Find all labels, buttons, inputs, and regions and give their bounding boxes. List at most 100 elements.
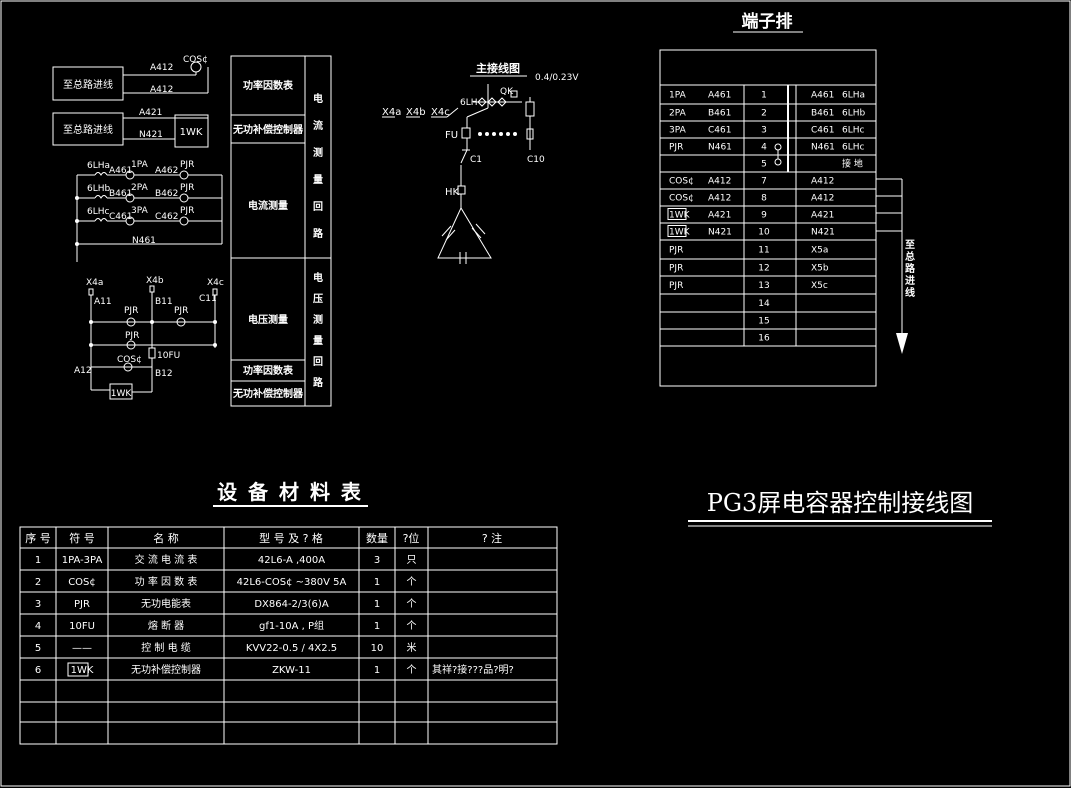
drawing-title: PG3屏电容器控制接线图 [707,489,974,517]
pjr-voltage-3: PJR [125,331,139,341]
wire-a461: A461 [109,166,132,176]
side-voltage-6: 路 [313,376,324,389]
tb-number: 14 [758,299,770,309]
node-a12: A12 [74,366,92,376]
tb-right-a: X5c [811,281,828,291]
mt-cell: 1 [374,599,380,610]
mt-cell: 个 [407,576,417,588]
tb-left-b: A461 [708,91,731,101]
mt-cell: 1PA-3PA [62,555,103,566]
terminal-title: 端子排 [742,11,793,32]
tb-number: 12 [758,264,769,274]
mt-cell: 42L6-A ,400A [258,555,325,566]
tb-right-b: 6LHb [842,109,866,119]
tb-number: 7 [761,177,767,187]
tb-number: 11 [758,246,769,256]
wire-a412-top: A412 [150,63,173,73]
function-table: 功率因数表 无功补偿控制器 电流测量 电压测量 功率因数表 无功补偿控制器 电 … [230,55,332,407]
tb-left-a: COS¢ [669,194,694,204]
mt-header: 型 号 及 ? 格 [259,531,323,545]
mt-cell: 1 [374,665,380,676]
arrow-label-4: 进 [905,274,915,287]
side-current-5: 回 [313,201,323,213]
tb-number: 10 [758,228,770,238]
arrow-label-3: 路 [905,262,916,275]
ct-label-a: 6LHa [87,161,110,171]
mt-cell: ZKW-11 [272,665,311,676]
fuse-fu: FU [445,130,458,141]
tb-left-a: COS¢ [669,177,694,187]
tb-number: 8 [761,194,767,204]
tb-left-a: PJR [669,264,683,274]
main-wiring-title: 主接线图 [476,61,520,75]
output-arrow [896,333,908,354]
mt-header: 符 号 [69,532,95,545]
tb-left-b: A412 [708,194,731,204]
bus-x4c: X4c [207,278,224,288]
wk-controller-box [174,114,209,148]
pjr-current-1: PJR [180,160,194,170]
mt-cell: 10FU [69,621,95,632]
tb-right-a: A421 [811,211,834,221]
arrow-label-5: 线 [905,286,915,299]
mt-cell: 1 [374,577,380,588]
tb-left-a: 1PA [669,91,687,101]
side-current-1: 电 [313,92,323,105]
tb-right-a: A461 [811,91,834,101]
tb-number: 16 [758,334,770,344]
mt-cell: 米 [407,641,417,654]
tb-left-b: B461 [708,109,731,119]
wk-controller-v-label: 1WK [111,389,133,399]
fn-row-2: 无功补偿控制器 [232,123,304,136]
feeder-box-upper [52,66,124,101]
pjr-current-2: PJR [180,183,194,193]
main-voltage: 0.4/0.23V [535,73,579,83]
mt-cell: 控 制 电 缆 [141,641,191,654]
mt-cell: 只 [407,555,417,566]
mt-cell: 无功电能表 [141,597,191,610]
mt-cell: 3 [35,599,41,610]
bus-label-x4b: X4b [406,107,426,118]
mt-cell: COS¢ [68,577,96,588]
mt-cell: gf1-10A , P组 [259,619,324,632]
switch-hk: HK [445,187,460,198]
mt-cell: 6 [35,665,41,676]
fn-row-1: 功率因数表 [243,79,294,92]
ct-6lh: 6LH [460,98,478,108]
wire-c461: C461 [109,212,132,222]
tb-number: 2 [761,109,767,119]
pjr-voltage-1: PJR [124,306,138,316]
tb-number: 9 [761,211,767,221]
mt-cell: 42L6-COS¢ ~380V 5A [237,577,347,588]
mt-cell: 1 [35,555,41,566]
tb-right-a: N421 [811,228,835,238]
tb-right-a: C461 [811,126,834,136]
mt-cell: 3 [374,555,380,566]
contactor-c1: C1 [470,155,482,165]
tb-number: 3 [761,126,767,136]
tb-right-a: B461 [811,109,834,119]
tb-left-b: A412 [708,177,731,187]
mt-cell: 无功补偿控制器 [131,663,201,676]
cos-label-top: COS¢ [183,55,208,65]
pjr-current-3: PJR [180,206,194,216]
tb-left-a: 2PA [669,109,687,119]
mt-cell: 4 [35,621,41,632]
side-voltage-3: 测 [313,313,323,326]
wire-c462: C462 [155,212,178,222]
mt-cell: 10 [371,643,384,654]
pjr-voltage-2: PJR [174,306,188,316]
node-c11: C11 [199,294,217,304]
tb-right-b: 6LHc [842,143,865,153]
tb-left-b: A421 [708,211,731,221]
fn-row-4: 电压测量 [248,313,288,326]
wk-controller-v [109,383,133,400]
feeder-box-lower [52,112,124,146]
side-current-2: 流 [313,119,323,132]
contactor-c10: C10 [527,155,545,165]
mt-cell: 其祥?接???品?明? [432,663,514,676]
switch-qk: QK [500,87,514,97]
wire-n461: N461 [132,236,156,246]
